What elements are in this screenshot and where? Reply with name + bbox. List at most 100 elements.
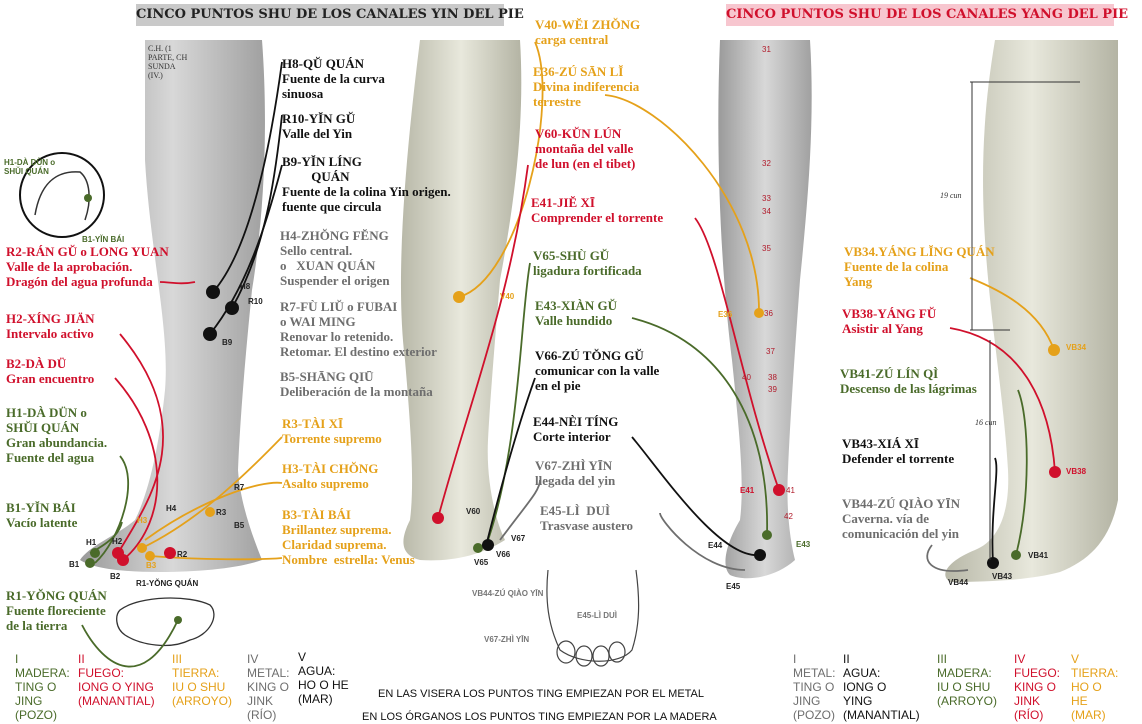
leg-number: 39 [768,385,777,394]
point-e41 [773,484,785,496]
cun-label: 19 cun [940,191,962,200]
code-e44: E44 [708,541,723,550]
code-r2: R2 [177,550,188,559]
code-h4: H4 [166,504,177,513]
point-r1 [174,616,182,624]
code-b3: B3 [146,561,157,570]
point-e43 [762,530,772,540]
inset-label-b1: B1-YĬN BÁI [82,235,125,244]
leg-outer [945,40,1118,582]
toes-diagram [546,569,640,662]
code-h1: H1 [86,538,97,547]
code-vb44: VB44 [948,578,969,587]
leg-number: 42 [784,512,793,521]
code-r10: R10 [248,297,263,306]
code-b1: B1 [69,560,80,569]
sole-foot [116,597,215,647]
title-yin: CINCO PUNTOS SHU DE LOS CANALES YIN DEL … [136,4,524,26]
code-e43: E43 [796,540,811,549]
point-h3 [137,543,147,553]
code-b5: B5 [234,521,245,530]
leg-number: 37 [766,347,775,356]
leg-number: 31 [762,45,771,54]
code-v40: V40 [500,292,515,301]
code-vb34: VB34 [1066,343,1087,352]
point-h1 [90,548,100,558]
leg-number: 34 [762,207,771,216]
point-v40 [453,291,465,303]
code-h8: H8 [240,282,251,291]
point-h8 [206,285,220,299]
code-h2: H2 [112,537,123,546]
point-r3 [205,507,215,517]
note-organos: EN LOS ÓRGANOS LOS PUNTOS TING EMPIEZAN … [362,711,717,723]
toe-label-e45: E45-LÌ DUÌ [577,611,618,620]
leg-number: 35 [762,244,771,253]
code-e45: E45 [726,582,741,591]
leg-front-2 [718,40,812,579]
point-b2 [117,554,129,566]
code-e41: E41 [740,486,755,495]
point-inset-h1 [84,194,92,202]
leg-number: 38 [768,373,777,382]
code-b2: B2 [110,572,121,581]
leg-number: 40 [742,373,751,382]
code-vb38: VB38 [1066,467,1087,476]
leg-yin-inner [80,40,265,572]
code-v65: V65 [474,558,489,567]
code-e36: E36 [718,310,733,319]
title-yang: CINCO PUNTOS SHU DE LOS CANALES YANG DEL… [726,4,1128,26]
code-h3: H3 [137,516,148,525]
point-e36 [754,308,764,318]
leg-number: 41 [786,486,795,495]
leg-number: 33 [762,194,771,203]
code-r3: R3 [216,508,227,517]
code-v67: V67 [511,534,526,543]
leg-fragment-text: C.H. (1 PARTE, CH SUNDA (IV.) [148,44,188,80]
point-b3 [145,551,155,561]
point-v66 [482,539,494,551]
point-vb41 [1011,550,1021,560]
note-visera: EN LAS VISERA LOS PUNTOS TING EMPIEZAN P… [378,688,705,700]
code-v66: V66 [496,550,511,559]
leg-number: 36 [764,309,773,318]
point-r2 [164,547,176,559]
code-vb43: VB43 [992,572,1013,581]
point-e44 [754,549,766,561]
code-b9: B9 [222,338,233,347]
toe-label-v67: V67-ZHÌ YĪN [484,635,530,644]
point-vb34 [1048,344,1060,356]
code-r7: R7 [234,483,245,492]
point-v60 [432,512,444,524]
point-b9 [203,327,217,341]
point-v65 [473,543,483,553]
